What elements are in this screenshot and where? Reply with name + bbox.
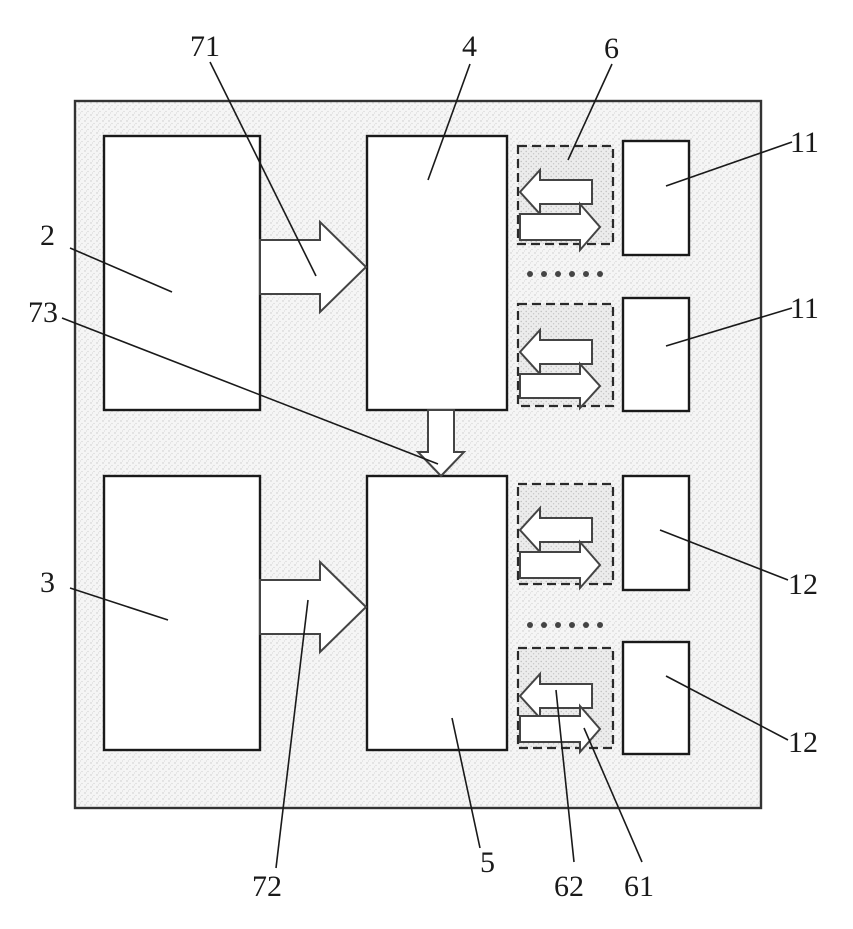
label-72: 72 — [252, 870, 282, 903]
dashed-group-4 — [518, 648, 613, 752]
dashed-group-2 — [518, 304, 613, 408]
label-6: 6 — [604, 32, 619, 65]
dashed-group-1 — [518, 146, 613, 250]
label-62: 62 — [554, 870, 584, 903]
label-11-bottom: 11 — [790, 292, 819, 325]
unit-12-bottom-box — [623, 642, 689, 754]
label-61: 61 — [624, 870, 654, 903]
module-3-box — [104, 476, 260, 750]
label-5: 5 — [480, 846, 495, 879]
module-4-box — [367, 136, 507, 410]
label-71: 71 — [190, 30, 220, 63]
dashed-group-3 — [518, 484, 613, 588]
unit-11-top-box — [623, 141, 689, 255]
label-12-bottom: 12 — [788, 726, 818, 759]
label-3: 3 — [40, 566, 55, 599]
label-73: 73 — [28, 296, 58, 329]
unit-12-top-box — [623, 476, 689, 590]
unit-11-bottom-box — [623, 298, 689, 411]
label-4: 4 — [462, 30, 477, 63]
label-12-top: 12 — [788, 568, 818, 601]
label-2: 2 — [40, 219, 55, 252]
label-11-top: 11 — [790, 126, 819, 159]
module-5-box — [367, 476, 507, 750]
